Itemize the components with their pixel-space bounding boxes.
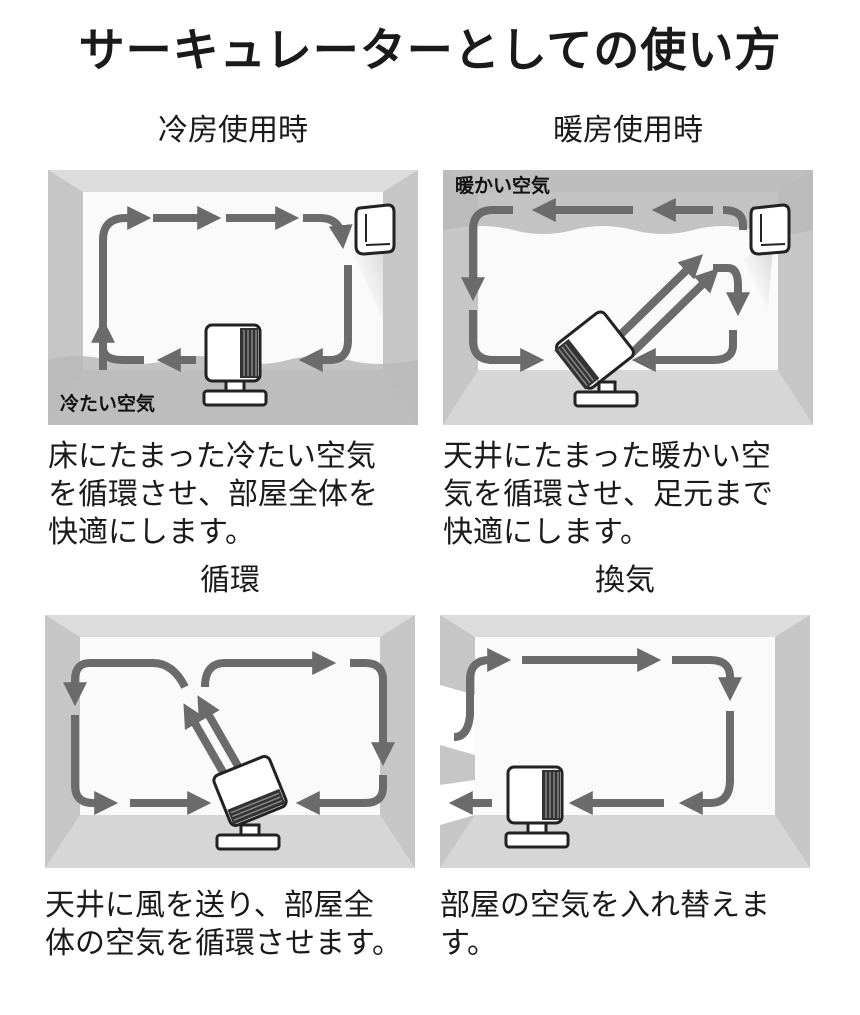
panel-circulation: 循環 天 [45, 555, 415, 975]
panel-heating: 暖房使用時 [443, 105, 813, 555]
panel-description: 床にたまった冷たい空気 を循環させ、部屋全体を 快適にします。 [48, 439, 378, 550]
air-conditioner-icon [354, 203, 396, 256]
room-label: 暖かい空気 [455, 174, 550, 197]
circulator-fan-icon [212, 755, 288, 851]
room-diagram-ventilation [440, 615, 810, 868]
circulator-fan-icon [202, 323, 268, 407]
panel-ventilation: 換気 部屋の空気を入れ替えます。 [440, 555, 810, 975]
room-diagram-cooling: 冷たい空気 [48, 170, 418, 425]
page-title: サーキュレーターとしての使い方 [78, 23, 782, 77]
panel-description: 天井に風を送り、部屋全 体の空気を循環させます。 [45, 888, 402, 961]
room-label: 冷たい空気 [60, 392, 155, 415]
room-diagram-circulation [45, 615, 415, 868]
panel-heading: 換気 [595, 563, 655, 598]
circulator-fan-icon [554, 310, 639, 408]
panel-heading: 循環 [200, 563, 260, 598]
panel-description: 天井にたまった暖かい空 気を循環させ、足元まで 快適にします。 [443, 439, 773, 550]
panel-heading: 冷房使用時 [158, 113, 308, 148]
panel-description: 部屋の空気を入れ替えます。 [440, 888, 770, 961]
panel-cooling: 冷房使用時 [48, 105, 418, 555]
room-diagram-heating: 暖かい空気 [443, 170, 813, 425]
circulator-fan-icon [504, 765, 570, 849]
air-conditioner-icon [749, 203, 791, 256]
panel-heading: 暖房使用時 [553, 113, 703, 148]
